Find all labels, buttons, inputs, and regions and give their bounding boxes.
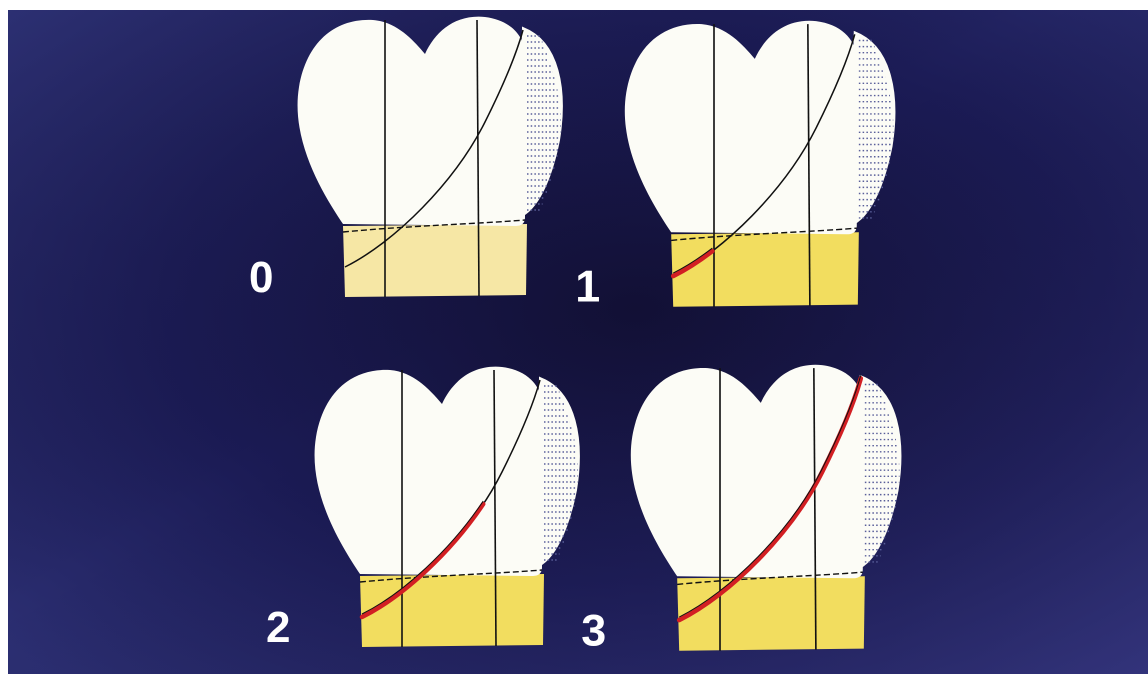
crown-region [631,365,863,579]
root-region [677,576,865,650]
root-region [671,232,859,306]
root-region [360,574,544,647]
crown-region [625,21,857,235]
crown-region [315,367,542,576]
panel-label-2: 2 [266,603,290,652]
crown-region [298,17,525,226]
panel-label-3: 3 [581,605,606,656]
background-vignette [8,10,1148,674]
panel-label-0: 0 [249,253,273,302]
root-region [343,224,527,297]
panel-label-1: 1 [575,261,600,312]
